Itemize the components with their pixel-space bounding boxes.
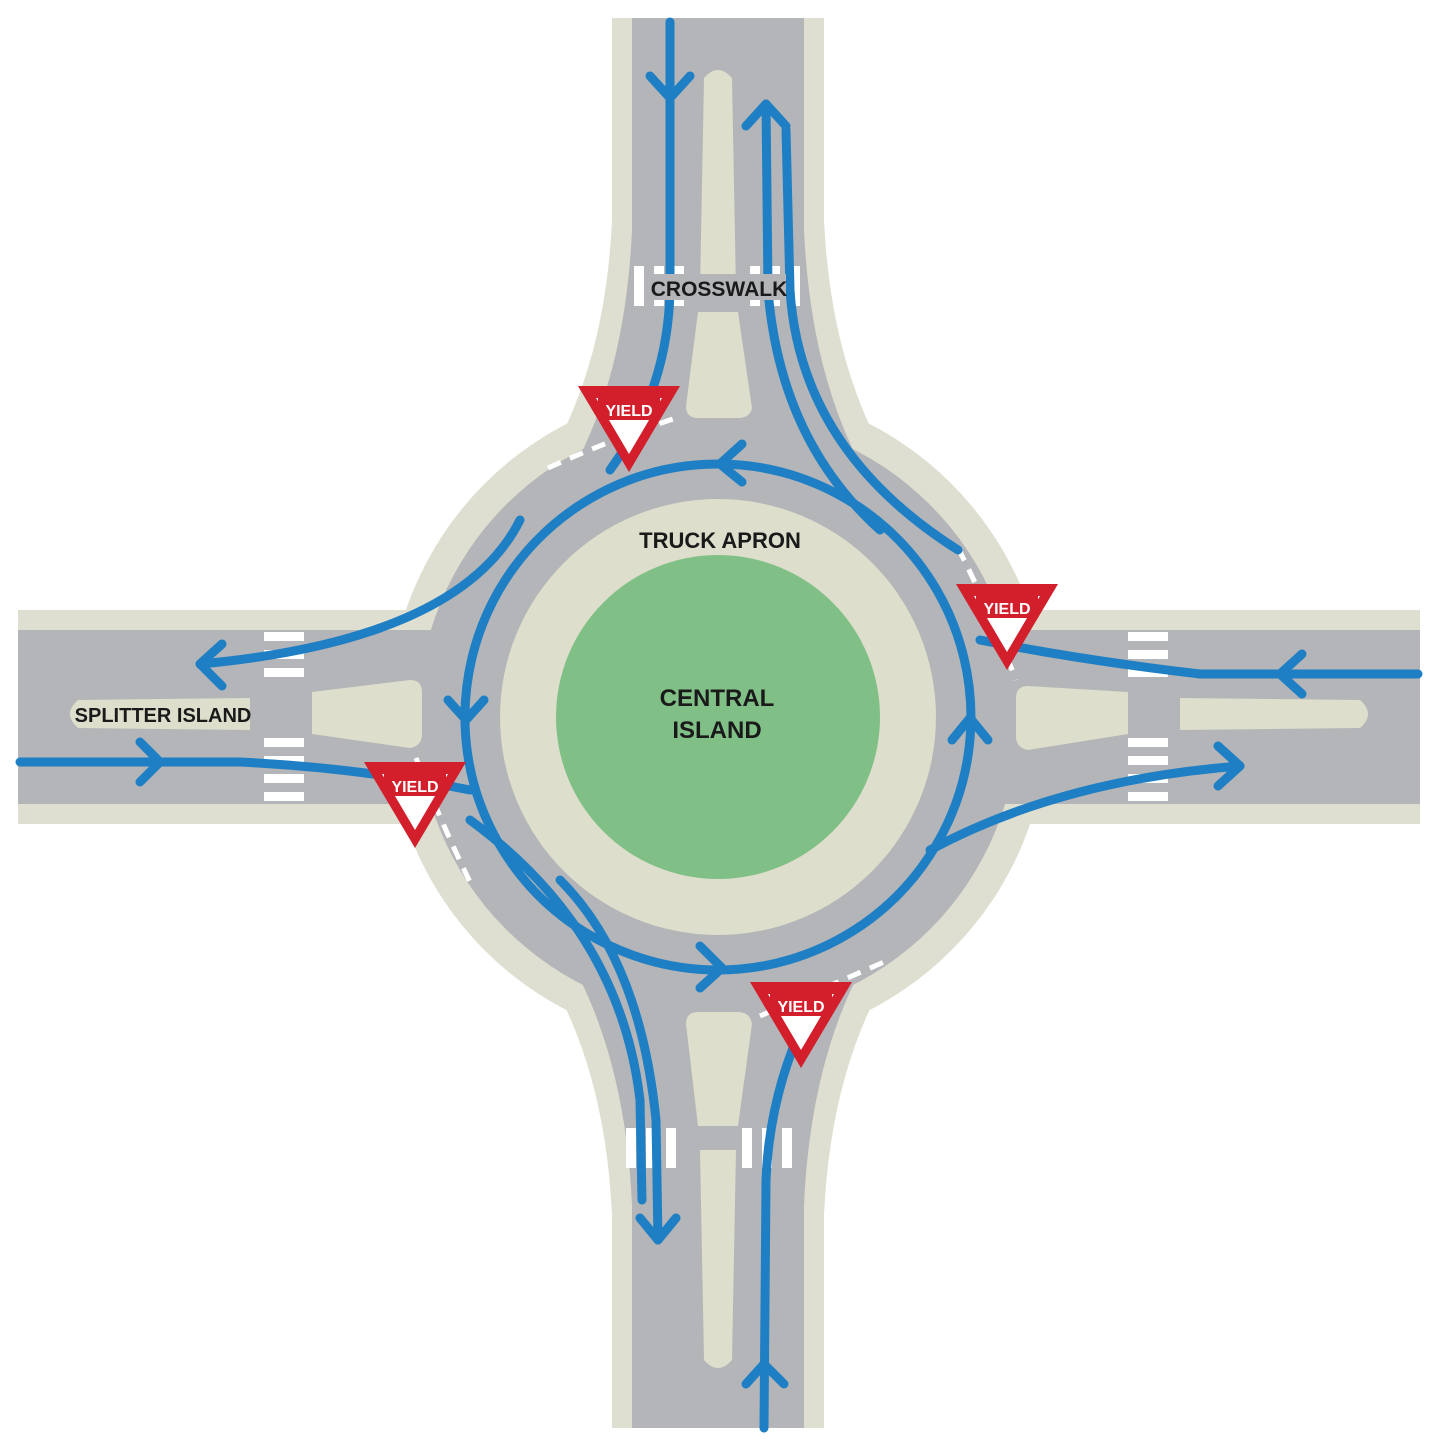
yield-sign-west: YIELD (364, 762, 466, 848)
flow-arrow-icon (645, 71, 695, 103)
flow-arrow-icon (741, 99, 791, 131)
flow-arrow-icon (635, 1213, 681, 1245)
yield-sign-text: YIELD (777, 999, 824, 1016)
yield-sign-text: YIELD (983, 601, 1030, 618)
splitter-island-label: SPLITTER ISLAND (75, 705, 252, 727)
crosswalk-label: CROSSWALK (651, 278, 788, 301)
flow-arrow-icon (741, 1359, 789, 1389)
flow-arrow-icon (1213, 741, 1245, 791)
yield-sign-text: YIELD (391, 779, 438, 796)
flow-arrow-icon (715, 439, 747, 487)
south-exit-flow (555, 875, 663, 1245)
flow-arrow-icon (195, 639, 227, 691)
central-island-label-line2: ISLAND (672, 717, 761, 744)
yield-sign-text: YIELD (605, 403, 652, 420)
splitter-islands (70, 70, 1368, 1368)
truck-apron-label: TRUCK APRON (639, 528, 801, 553)
flow-arrow-icon (1275, 649, 1307, 699)
flow-arrow-icon (947, 713, 993, 745)
flow-arrows (135, 71, 1307, 1389)
yield-sign-south: YIELD (750, 982, 852, 1068)
flow-arrow-icon (443, 695, 489, 725)
flow-arrow-icon (135, 737, 165, 787)
south-exit-bypass-flow (465, 815, 647, 1205)
central-island (556, 555, 880, 879)
north-exit-bypass-flow (781, 125, 963, 555)
north-exit-flow (761, 99, 885, 535)
central-island-label-line1: CENTRAL (660, 685, 775, 712)
yield-sign-north: YIELD (578, 386, 680, 472)
flow-arrow-icon (695, 941, 727, 993)
yield-sign-east: YIELD (956, 584, 1058, 670)
crosswalk-label-bg (652, 274, 786, 300)
west-exit-flow (195, 515, 525, 669)
east-exit-flow (925, 761, 1245, 855)
